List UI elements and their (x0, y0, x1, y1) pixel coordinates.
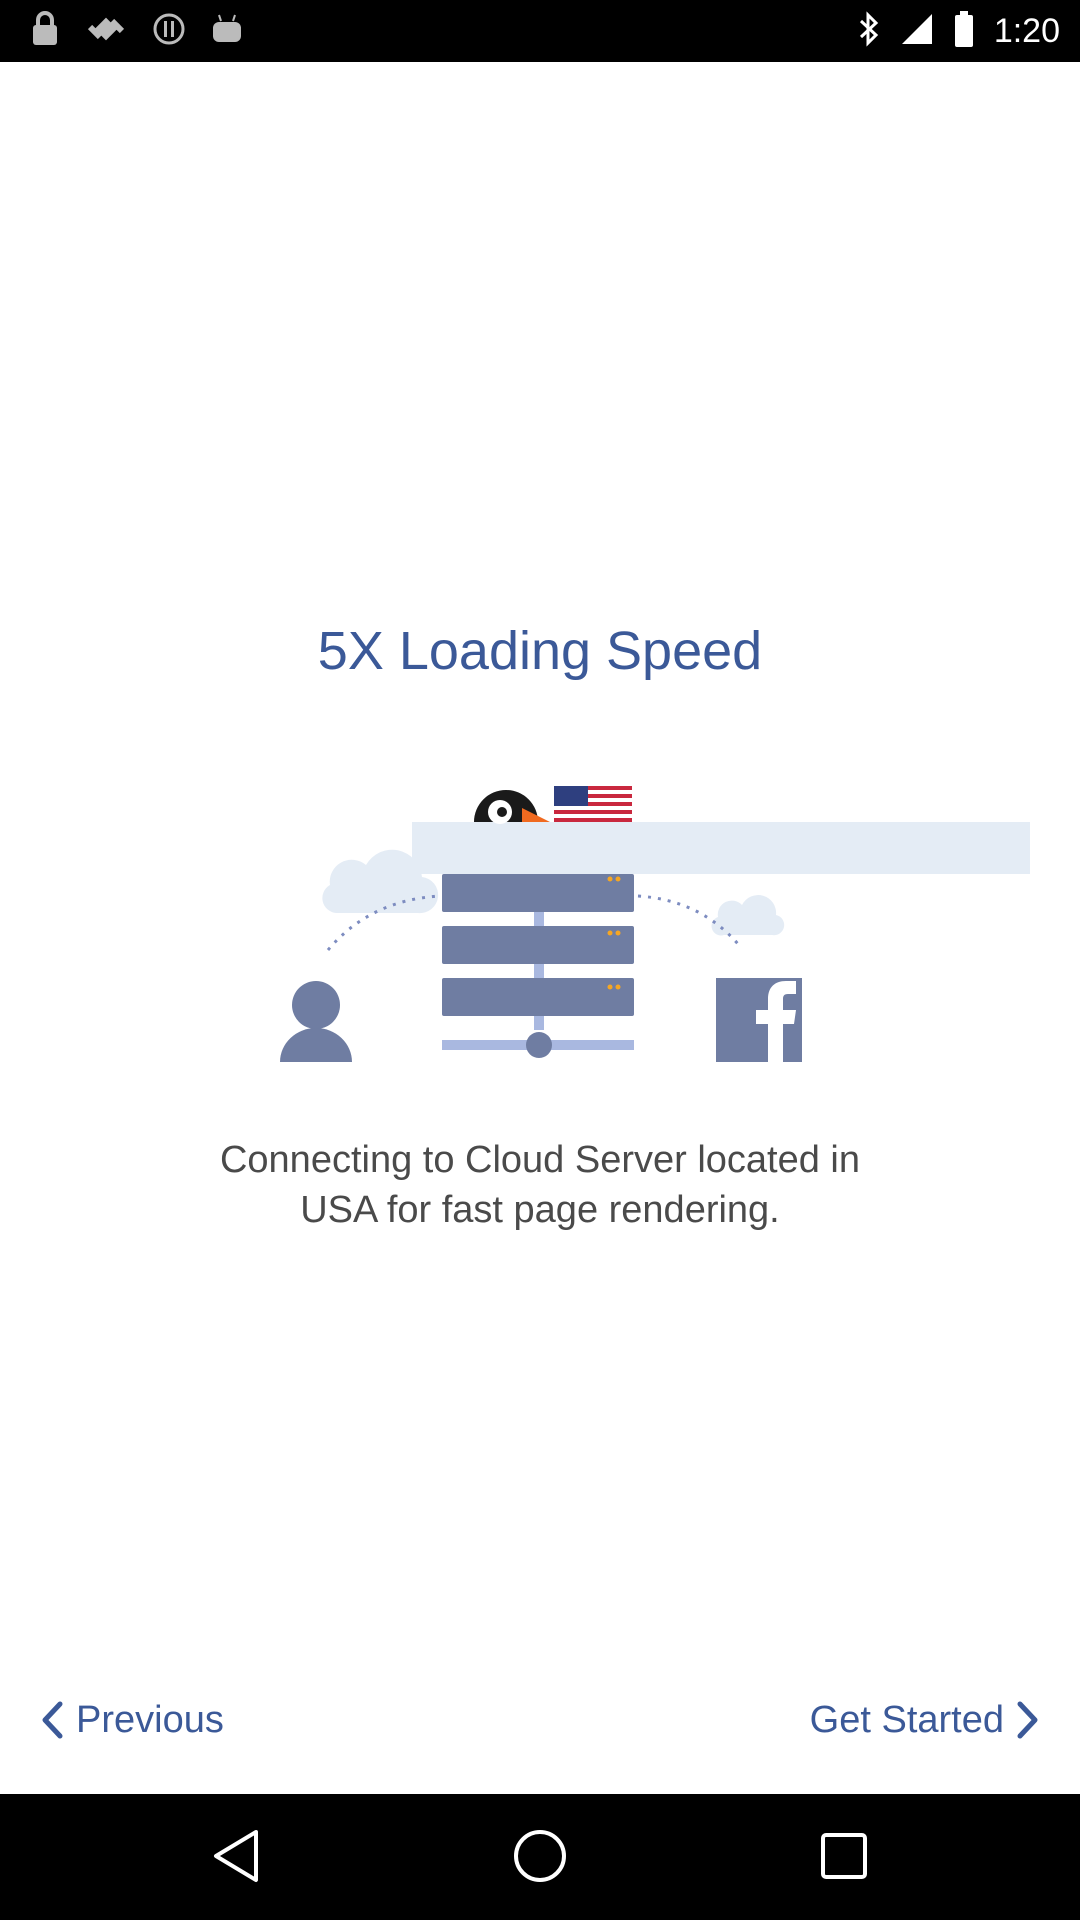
recents-icon (819, 1831, 869, 1886)
usa-flag-icon (554, 786, 632, 822)
status-bar: 1:20 (0, 0, 1080, 62)
chevron-right-icon (1016, 1700, 1040, 1740)
back-button[interactable] (206, 1828, 266, 1888)
battery-icon (954, 10, 974, 52)
user-icon (280, 981, 352, 1062)
connection-arc-right (637, 894, 740, 945)
server-stack-icon (442, 874, 634, 1058)
description-text: Connecting to Cloud Server located in US… (120, 1135, 960, 1235)
home-button[interactable] (510, 1828, 570, 1888)
get-started-button[interactable]: Get Started (810, 1690, 1040, 1750)
previous-label: Previous (76, 1698, 224, 1741)
cloud-icon (711, 895, 785, 936)
description-line: Connecting to Cloud Server located in (219, 1139, 861, 1181)
recents-button[interactable] (814, 1828, 874, 1888)
page-title: 5X Loading Speed (317, 621, 763, 681)
connection-arc-left (326, 894, 441, 951)
previous-button[interactable]: Previous (40, 1690, 224, 1750)
fake-gps-icon (84, 7, 128, 56)
back-icon (210, 1828, 262, 1889)
chevron-left-icon (40, 1700, 64, 1740)
system-navigation-bar (0, 1794, 1080, 1920)
facebook-icon (716, 978, 802, 1062)
banner-bar (412, 822, 1030, 874)
signal-icon (900, 12, 934, 51)
description-line: USA for fast page rendering. (300, 1189, 780, 1231)
cloud-server-illustration (280, 786, 1030, 1062)
status-time: 1:20 (993, 11, 1060, 50)
get-started-label: Get Started (809, 1698, 1004, 1741)
lock-icon (30, 10, 60, 52)
cloud-icon (322, 849, 439, 914)
puffin-logo-icon (474, 790, 550, 824)
home-icon (512, 1828, 568, 1889)
info-icon (152, 12, 186, 51)
android-icon (210, 12, 244, 51)
bluetooth-icon (858, 10, 880, 52)
